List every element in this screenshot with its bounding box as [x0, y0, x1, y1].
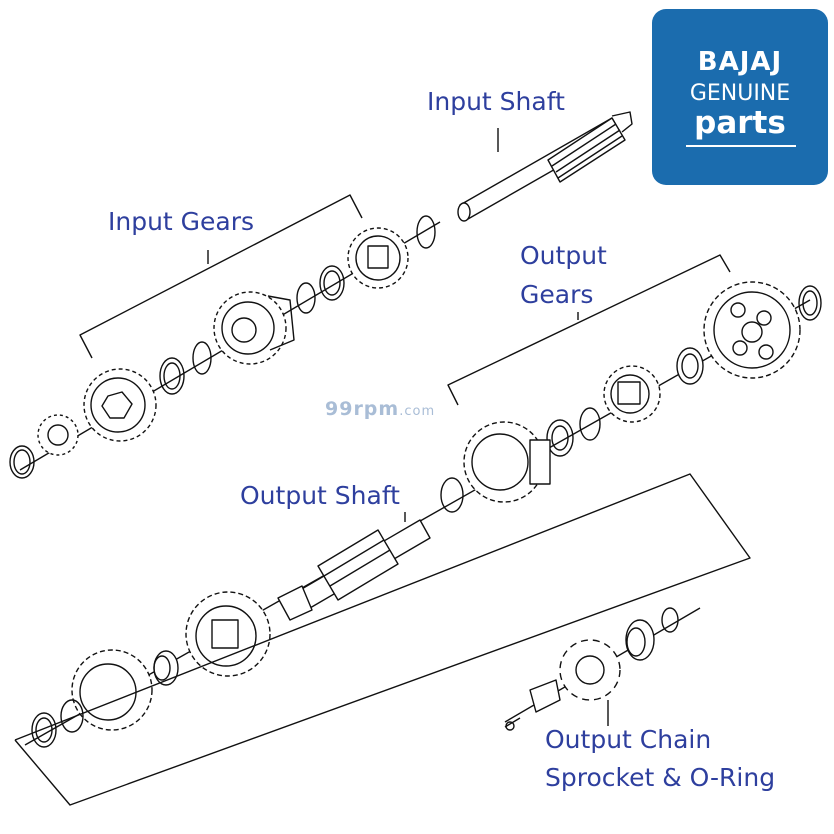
label-sprocket-line1: Output Chain	[545, 725, 712, 754]
input-shaft-part	[457, 111, 633, 222]
sprocket-part	[504, 607, 679, 731]
label-input-gears: Input Gears	[108, 207, 255, 236]
watermark-suffix: .com	[399, 404, 436, 419]
label-output-shaft: Output Shaft	[240, 481, 400, 510]
output-gear-set	[440, 281, 822, 513]
label-output-gears-line1: Output	[520, 241, 607, 270]
input-shaft-ring	[416, 215, 436, 249]
label-sprocket-line2: Sprocket & O-Ring	[545, 763, 776, 792]
bajaj-genuine-parts-logo: BAJAJ GENUINE parts	[652, 9, 828, 185]
leader-lines	[14, 128, 751, 806]
output-shaft-part	[277, 519, 431, 621]
logo-underline	[686, 145, 796, 147]
label-output-gears-line2: Gears	[520, 280, 594, 309]
watermark: 99rpm.com	[325, 398, 435, 420]
watermark-text: 99rpm	[325, 398, 400, 420]
output-lower-gears	[31, 591, 271, 748]
logo-brand: BAJAJ	[697, 47, 783, 77]
logo-line2: GENUINE	[689, 81, 791, 106]
logo-line3: parts	[694, 105, 786, 141]
label-input-shaft: Input Shaft	[427, 87, 565, 116]
input-gear-set	[9, 227, 409, 479]
